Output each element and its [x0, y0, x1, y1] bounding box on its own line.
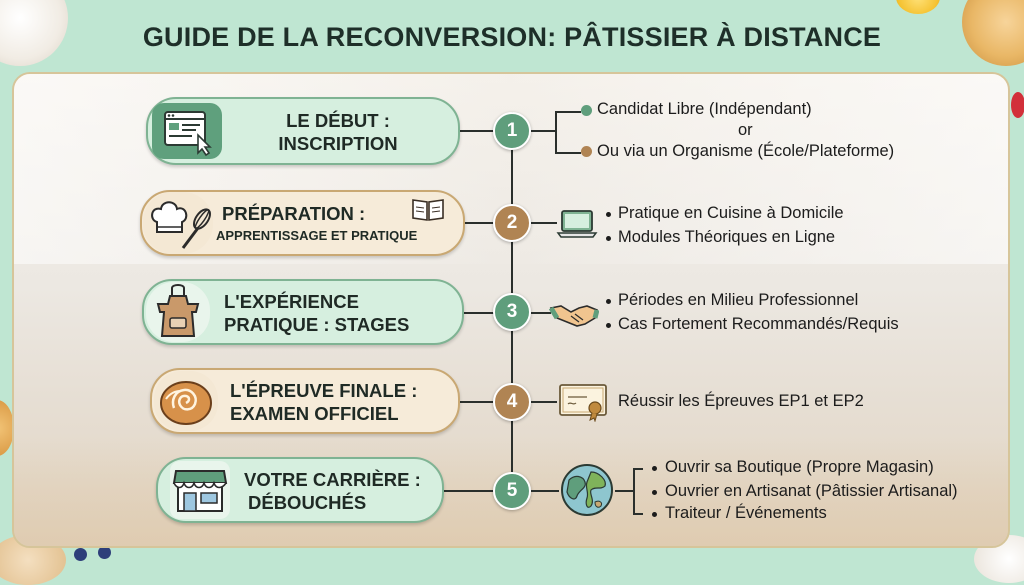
connector-line	[464, 312, 512, 314]
step-5-number: 5	[493, 472, 531, 510]
branch-line	[615, 490, 633, 492]
branch-line	[531, 130, 555, 132]
step-5-icon-box	[170, 461, 230, 519]
step-4-detail-1: Réussir les Épreuves EP1 et EP2	[618, 392, 864, 410]
bullet-icon	[606, 236, 611, 241]
step-1-icon-box	[152, 103, 222, 159]
step-2-detail-1: Pratique en Cuisine à Domicile	[618, 204, 844, 222]
bullet-icon	[606, 323, 611, 328]
branch-line	[555, 111, 557, 153]
branch-line	[633, 468, 643, 470]
step-2-number: 2	[493, 204, 531, 242]
chef-hat-whisk-icon	[151, 201, 211, 249]
step-1-detail-2: Ou via un Organisme (École/Plateforme)	[597, 142, 895, 160]
connector-line	[444, 490, 512, 492]
step-3-title: L'EXPÉRIENCE PRATIQUE : STAGES	[224, 291, 410, 335]
step-3-detail-1: Périodes en Milieu Professionnel	[618, 291, 859, 309]
step-4-number: 4	[493, 383, 531, 421]
step-1-detail-1: Candidat Libre (Indépendant)	[597, 100, 812, 118]
apron-icon	[156, 284, 200, 337]
bullet-icon	[652, 490, 657, 495]
cinnamon-roll-icon	[160, 381, 212, 425]
laptop-icon	[556, 210, 598, 238]
green-dot-icon	[581, 105, 592, 116]
step-1-title: LE DÉBUT : INSCRIPTION	[278, 110, 398, 154]
branch-line	[555, 152, 581, 154]
strawberry-decoration	[1011, 92, 1024, 118]
open-book-icon	[412, 199, 444, 221]
step-3-number: 3	[493, 293, 531, 331]
step-5-detail-1: Ouvrir sa Boutique (Propre Magasin)	[665, 458, 934, 476]
branch-line	[531, 312, 551, 314]
lemon-decoration	[896, 0, 940, 14]
bullet-icon	[606, 299, 611, 304]
branch-line	[531, 401, 557, 403]
bullet-icon	[606, 212, 611, 217]
step-4-icon-box	[154, 371, 218, 431]
handshake-icon	[549, 305, 599, 327]
shop-icon	[172, 470, 228, 512]
croissant-decoration	[0, 400, 14, 456]
branch-line	[531, 490, 559, 492]
branch-line	[633, 513, 643, 515]
step-5-detail-3: Traiteur / Événements	[665, 504, 827, 522]
step-5-title: VOTRE CARRIÈRE : DÉBOUCHÉS	[244, 469, 421, 513]
connector-line	[460, 401, 512, 403]
branch-line	[633, 468, 635, 514]
blueberry-decoration	[74, 548, 87, 561]
step-3-icon-box	[146, 282, 210, 342]
connector-line	[465, 222, 512, 224]
step-4-title: L'ÉPREUVE FINALE : EXAMEN OFFICIEL	[230, 380, 418, 424]
page-title: GUIDE DE LA RECONVERSION: PÂTISSIER À DI…	[142, 22, 882, 52]
step-3-detail-2: Cas Fortement Recommandés/Requis	[618, 315, 899, 333]
step-1-number: 1	[493, 112, 531, 150]
step-2-title: PRÉPARATION : APPRENTISSAGE ET PRATIQUE	[216, 203, 418, 243]
tan-dot-icon	[581, 146, 592, 157]
certificate-icon	[559, 384, 607, 422]
connector-line	[460, 130, 512, 132]
branch-line	[555, 111, 581, 113]
browser-click-icon	[164, 111, 212, 157]
bullet-icon	[652, 466, 657, 471]
step-2-detail-2: Modules Théoriques en Ligne	[618, 228, 836, 246]
branch-line	[531, 222, 557, 224]
step-1-detail-or: or	[738, 121, 753, 139]
step-5-detail-2: Ouvrier en Artisanat (Pâtissier Artisana…	[665, 482, 958, 500]
blueberry-decoration	[98, 546, 111, 559]
step-2-icon-box	[143, 192, 213, 254]
globe-icon	[561, 464, 613, 516]
bullet-icon	[652, 512, 657, 517]
